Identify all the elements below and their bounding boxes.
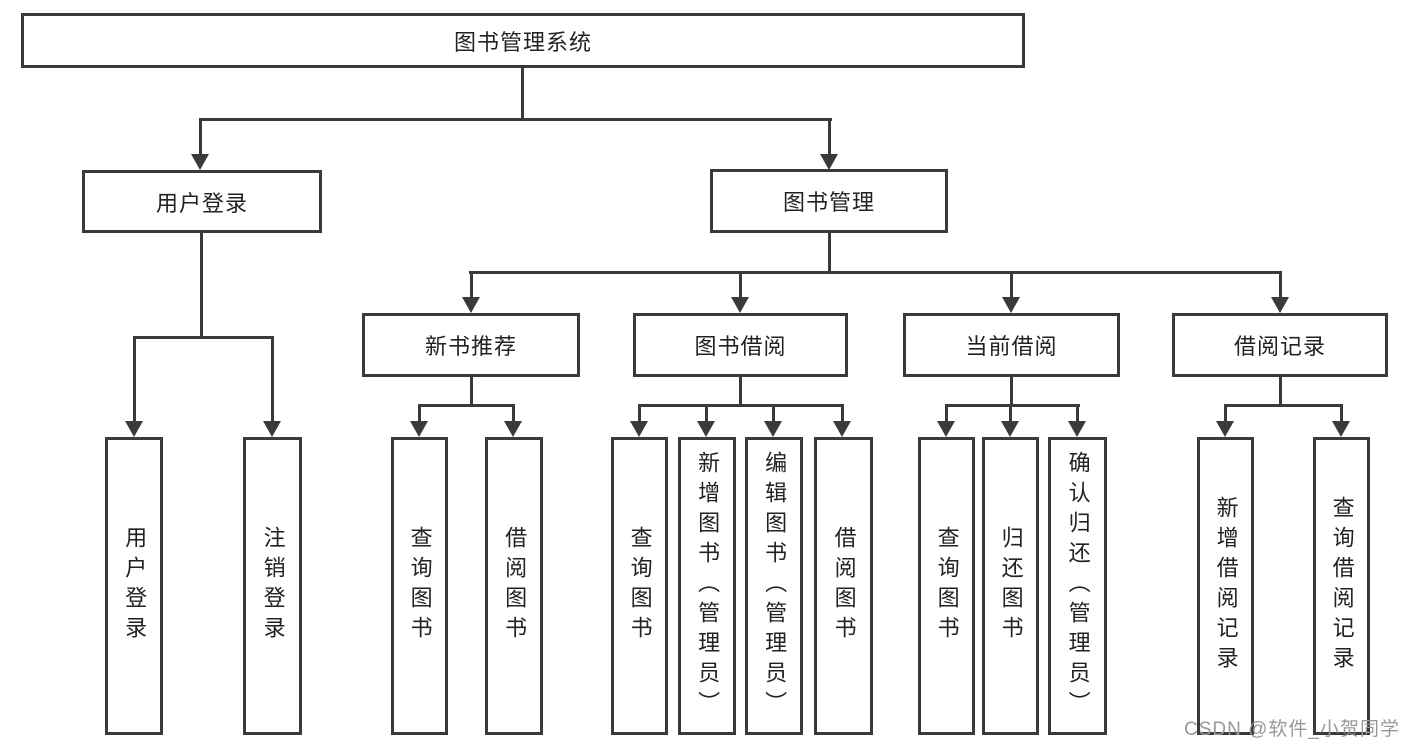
node-label: 新增图书（管理员） [695, 451, 721, 721]
arrowhead-to-book-management [820, 154, 838, 170]
node-book-management: 图书管理 [710, 169, 948, 233]
connector-leaf [638, 404, 641, 424]
node-new-book-recommendation: 新书推荐 [362, 313, 580, 377]
arrowhead-to-logout-leaf [263, 421, 281, 437]
connector-book-management-branch [469, 271, 1282, 274]
node-book-borrowing: 图书借阅 [633, 313, 848, 377]
connector-to-book-management [828, 118, 831, 158]
node-edit-book-admin-leaf: 编辑图书（管理员） [745, 437, 803, 735]
connector-leaf [512, 404, 515, 424]
connector-new-book-stem [470, 377, 473, 406]
connector-to-user-login-leaf [133, 336, 136, 423]
arrowhead-to-new-book [462, 297, 480, 313]
connector-to-borrow-records [1279, 271, 1282, 299]
node-add-borrow-record-leaf: 新增借阅记录 [1197, 437, 1254, 735]
arrowhead-to-book-borrow [731, 297, 749, 313]
node-return-book-leaf: 归还图书 [982, 437, 1039, 735]
node-query-borrow-record-leaf: 查询借阅记录 [1313, 437, 1370, 735]
node-label: 新书推荐 [424, 334, 517, 359]
node-label: 归还图书 [998, 526, 1024, 646]
connector-leaf [1340, 404, 1343, 424]
node-label: 图书管理系统 [453, 29, 592, 55]
connector-to-user-login [199, 118, 202, 158]
connector-to-new-book [470, 271, 473, 299]
arrowhead-leaf [1332, 421, 1350, 437]
node-label: 查询图书 [407, 526, 433, 646]
node-add-book-admin-leaf: 新增图书（管理员） [678, 437, 736, 735]
connector-root-stem [521, 68, 524, 118]
node-query-books-leaf-1: 查询图书 [391, 437, 448, 735]
arrowhead-to-user-login-leaf [125, 421, 143, 437]
node-label: 查询图书 [627, 526, 653, 646]
node-borrow-books-leaf-1: 借阅图书 [485, 437, 543, 735]
connector-book-borrow-branch [638, 404, 844, 407]
node-label: 图书借阅 [694, 334, 787, 359]
node-label: 编辑图书（管理员） [762, 451, 788, 721]
connector-leaf [418, 404, 421, 424]
arrowhead-leaf [697, 421, 715, 437]
arrowhead-to-borrow-records [1271, 297, 1289, 313]
node-query-books-leaf-3: 查询图书 [918, 437, 975, 735]
arrowhead-leaf [1001, 421, 1019, 437]
arrowhead-leaf [1068, 421, 1086, 437]
node-user-login-leaf: 用户登录 [105, 437, 163, 735]
node-label: 用户登录 [155, 190, 248, 216]
node-current-borrowing: 当前借阅 [903, 313, 1120, 377]
node-logout-leaf: 注销登录 [243, 437, 302, 735]
connector-leaf [1009, 404, 1012, 424]
connector-current-borrow-branch [945, 404, 1080, 407]
connector-to-logout-leaf [271, 336, 274, 423]
node-library-management-system: 图书管理系统 [21, 13, 1025, 68]
arrowhead-leaf [833, 421, 851, 437]
connector-book-borrow-stem [739, 377, 742, 406]
node-label: 借阅图书 [831, 526, 857, 646]
node-label: 查询借阅记录 [1329, 496, 1355, 676]
node-label: 确认归还（管理员） [1065, 451, 1091, 721]
watermark: CSDN @软件_小贺同学 [1184, 719, 1400, 740]
connector-new-book-branch [418, 404, 515, 407]
arrowhead-leaf [1216, 421, 1234, 437]
connector-to-book-borrow [739, 271, 742, 299]
connector-user-login-branch [133, 336, 274, 339]
node-label: 新增借阅记录 [1213, 496, 1239, 676]
connector-leaf [705, 404, 708, 424]
node-borrow-books-leaf-2: 借阅图书 [814, 437, 873, 735]
connector-leaf [772, 404, 775, 424]
connector-to-current-borrow [1010, 271, 1013, 299]
arrowhead-leaf [937, 421, 955, 437]
node-label: 注销登录 [260, 526, 286, 646]
arrowhead-leaf [764, 421, 782, 437]
node-query-books-leaf-2: 查询图书 [611, 437, 668, 735]
node-label: 图书管理 [782, 190, 875, 215]
arrowhead-leaf [630, 421, 648, 437]
node-label: 当前借阅 [965, 334, 1058, 359]
node-confirm-return-admin-leaf: 确认归还（管理员） [1048, 437, 1107, 735]
connector-user-login-stem [200, 233, 203, 337]
node-label: 借阅记录 [1233, 334, 1326, 359]
node-user-login: 用户登录 [82, 170, 322, 233]
node-borrowing-records: 借阅记录 [1172, 313, 1388, 377]
connector-leaf [1224, 404, 1227, 424]
arrowhead-to-current-borrow [1002, 297, 1020, 313]
connector-root-branch [199, 118, 832, 121]
connector-borrow-records-stem [1279, 377, 1282, 406]
connector-leaf [841, 404, 844, 424]
arrowhead-leaf [504, 421, 522, 437]
node-label: 查询图书 [934, 526, 960, 646]
arrowhead-to-user-login [191, 154, 209, 170]
node-label: 用户登录 [122, 526, 148, 646]
connector-book-management-stem [828, 233, 831, 272]
connector-borrow-records-branch [1224, 404, 1343, 407]
connector-leaf [1076, 404, 1079, 424]
connector-current-borrow-stem [1010, 377, 1013, 406]
arrowhead-leaf [410, 421, 428, 437]
connector-leaf [945, 404, 948, 424]
node-label: 借阅图书 [502, 526, 528, 646]
